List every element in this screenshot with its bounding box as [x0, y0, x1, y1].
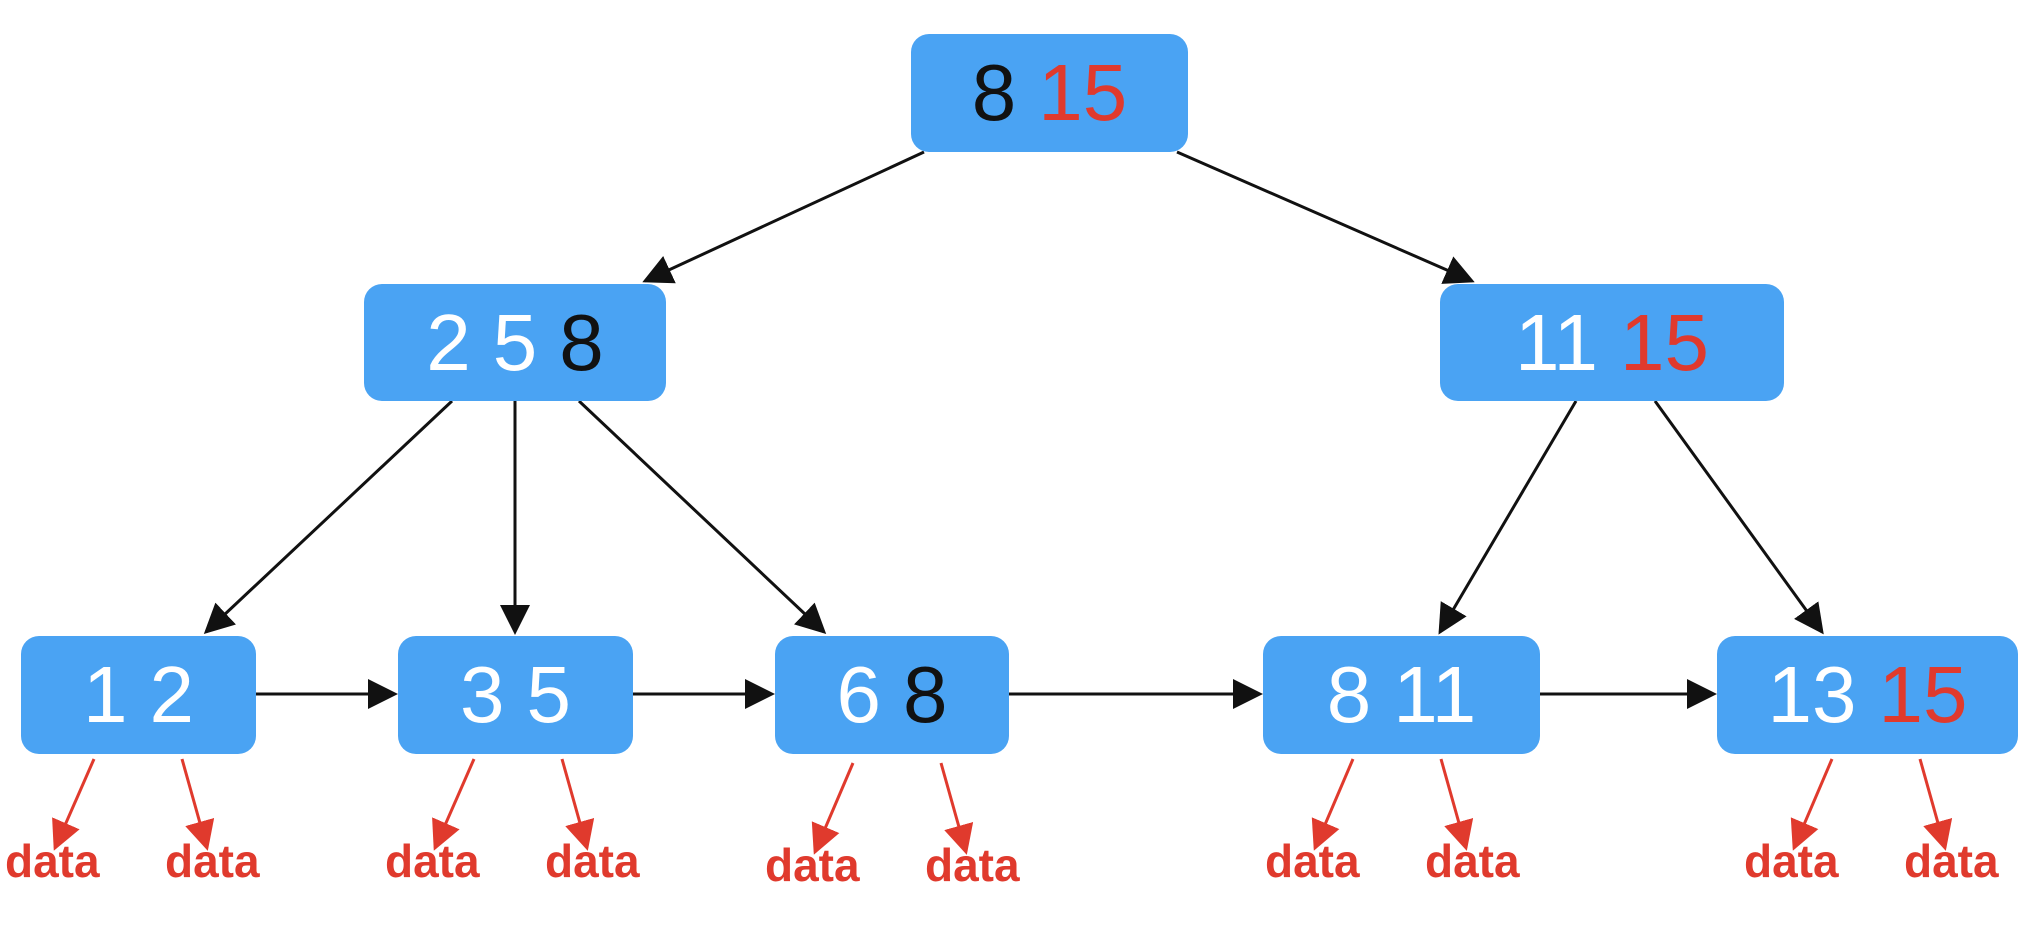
data-pointer-2-1 — [432, 758, 476, 851]
edge-internal-2-to-leaf-5 — [1653, 400, 1824, 635]
data-label: data — [1904, 835, 1999, 887]
data-label: data — [5, 835, 100, 887]
data-pointer-1-2 — [180, 758, 215, 851]
node-key: 8 — [971, 48, 1017, 137]
data-pointer-1-1 — [52, 758, 96, 851]
data-label: data — [925, 839, 1020, 891]
data-pointer-3-2 — [939, 762, 974, 855]
node-key: 8 — [903, 650, 948, 739]
data-label: data — [1425, 835, 1520, 887]
node-key: 11 — [1393, 650, 1477, 739]
node-key: 1 — [83, 650, 128, 739]
node-key: 2 — [149, 650, 195, 739]
data-pointer-4-1 — [1311, 758, 1355, 851]
node-key: 15 — [1620, 297, 1710, 387]
data-label: data — [1265, 835, 1360, 887]
node-key: 6 — [836, 650, 882, 739]
node-key: 5 — [492, 297, 538, 387]
node-key: 3 — [460, 650, 505, 739]
edge-root-to-internal-2 — [1176, 150, 1475, 284]
node-key: 8 — [1326, 650, 1372, 739]
data-pointer-5-1 — [1790, 758, 1834, 851]
data-label: data — [165, 835, 260, 887]
tree-edges — [203, 150, 1824, 635]
node-key: 15 — [1878, 650, 1968, 739]
data-label: data — [385, 835, 480, 887]
data-label: data — [765, 839, 860, 891]
node-key: 8 — [559, 297, 604, 387]
node-key: 11 — [1514, 297, 1599, 387]
edge-internal-1-to-leaf-1 — [203, 399, 454, 635]
node-key: 15 — [1038, 48, 1128, 137]
node-key: 2 — [426, 297, 471, 387]
data-pointer-2-2 — [560, 758, 595, 851]
node-key: 13 — [1767, 650, 1857, 739]
edge-internal-2-to-leaf-4 — [1438, 400, 1578, 635]
edge-root-to-internal-1 — [642, 150, 925, 284]
data-pointer-3-1 — [811, 762, 855, 855]
data-label: data — [1744, 835, 1839, 887]
data-pointer-5-2 — [1918, 758, 1953, 851]
data-label: data — [545, 835, 640, 887]
edge-internal-1-to-leaf-3 — [577, 399, 827, 635]
node-key: 5 — [526, 650, 572, 739]
data-pointers — [52, 758, 1953, 855]
data-pointer-4-2 — [1439, 758, 1474, 851]
